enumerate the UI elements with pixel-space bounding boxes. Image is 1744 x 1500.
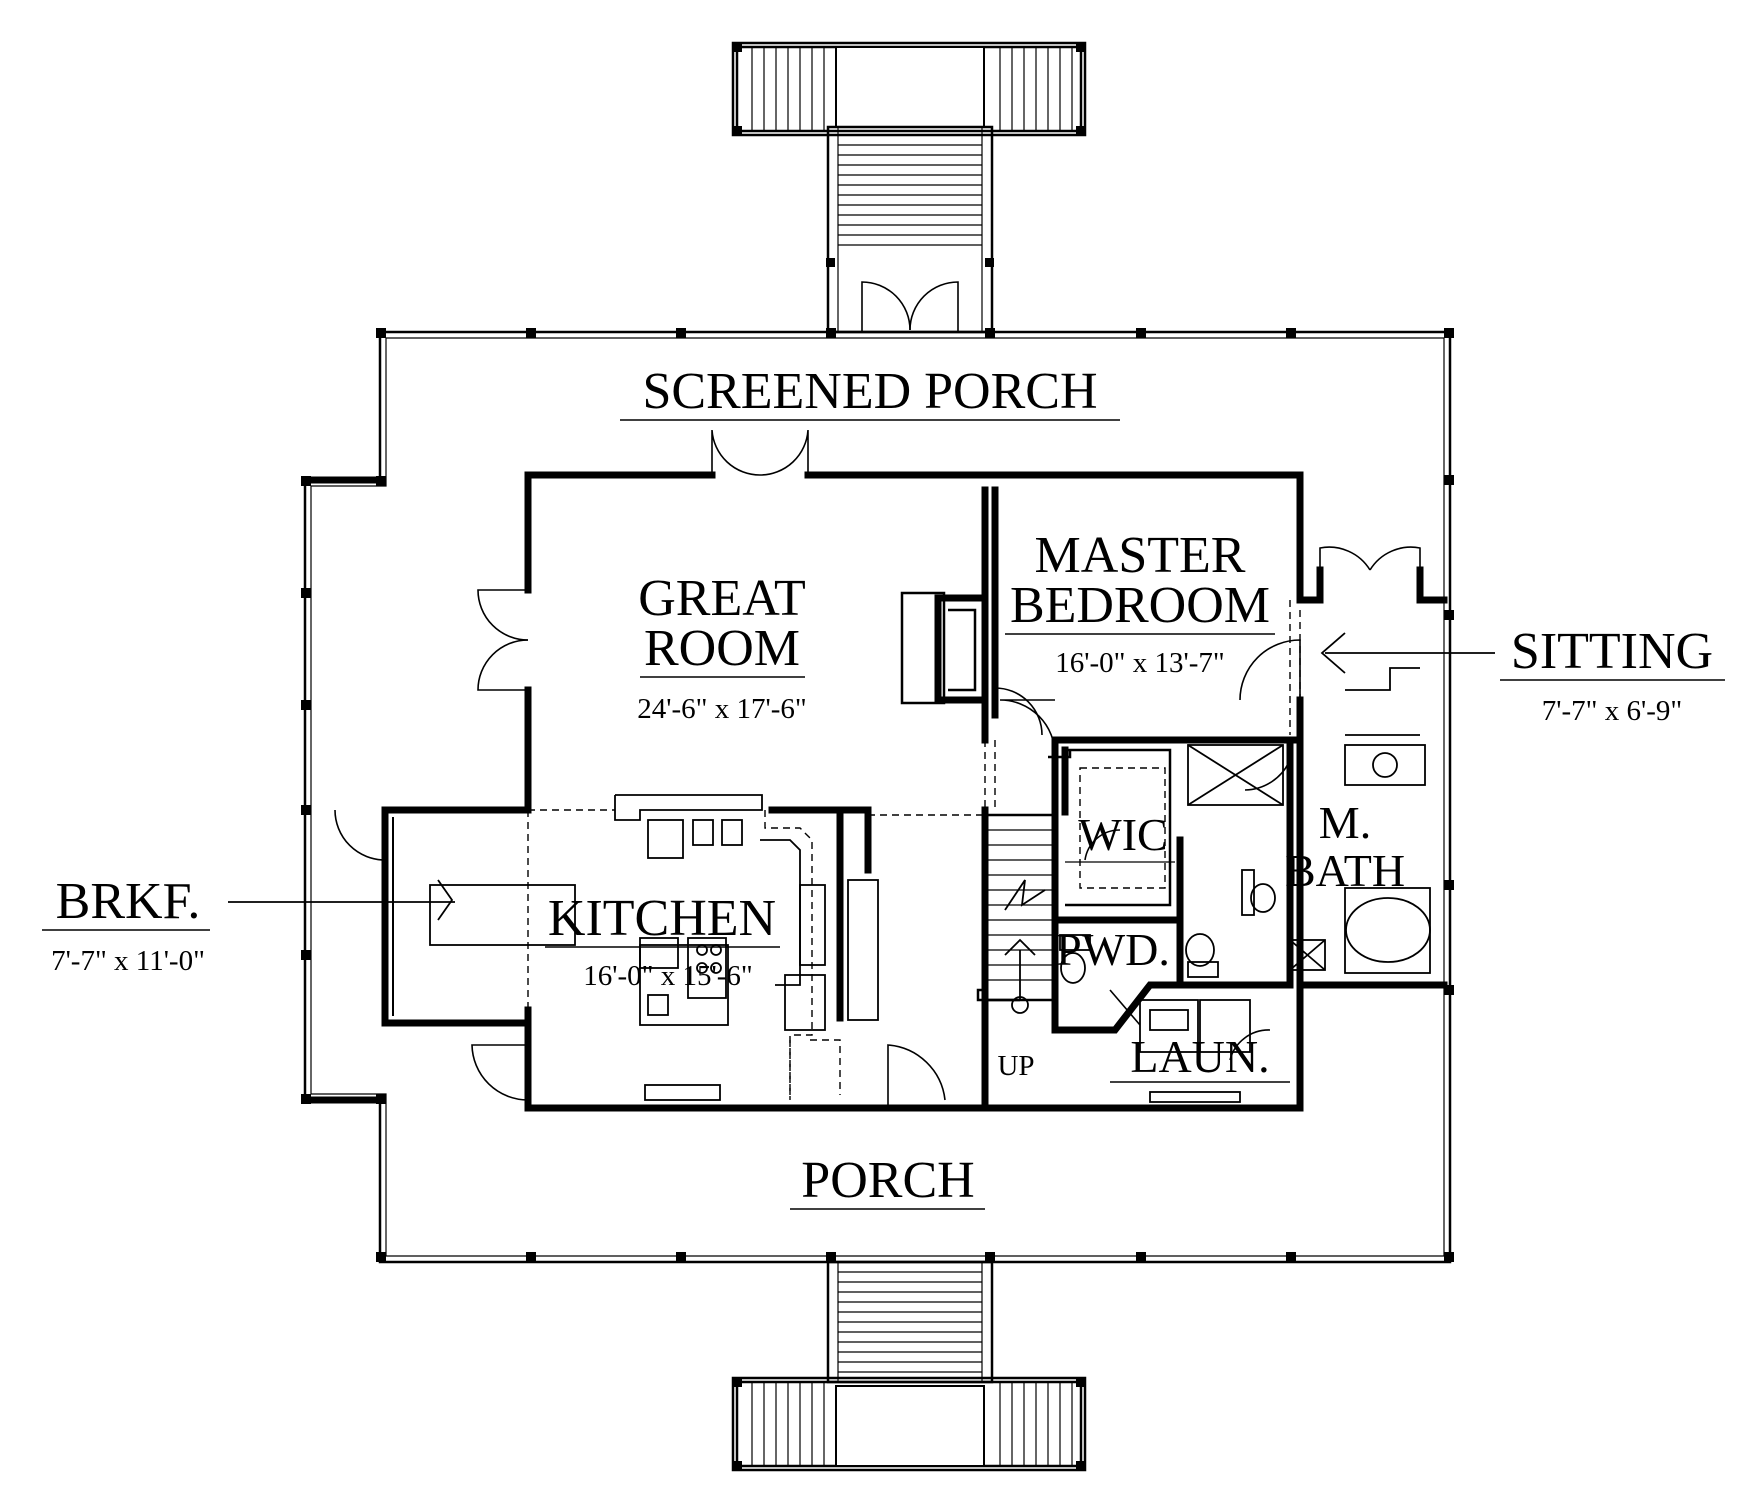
laun-label: LAUN. <box>1130 1031 1269 1082</box>
great-room-dim: 24'-6" x 17'-6" <box>637 693 806 725</box>
bath-fixtures <box>1059 600 1431 1103</box>
interior-stair <box>976 813 1057 1014</box>
kitchen-fixtures <box>429 740 996 1101</box>
brkf-label: BRKF. <box>56 873 201 930</box>
kitchen-label: KITCHEN <box>548 890 776 947</box>
porch-label: PORCH <box>801 1152 974 1209</box>
room-labels: SCREENED PORCH GREAT ROOM 24'-6" x 17'-6… <box>42 363 1725 1210</box>
kitchen-dim: 16'-0" x 15'-6" <box>583 960 752 992</box>
rear-stair-landing <box>731 41 1087 334</box>
label-pointers <box>228 632 1495 903</box>
master-bedroom-label-1: MASTER <box>1035 527 1246 584</box>
great-room-label-2: ROOM <box>644 620 800 677</box>
stair-up-note: UP <box>997 1050 1034 1082</box>
doors <box>334 429 1421 1108</box>
wic-label: WIC <box>1078 809 1167 860</box>
master-bedroom-label-2: BEDROOM <box>1010 577 1270 634</box>
master-bedroom-dim: 16'-0" x 13'-7" <box>1055 647 1224 679</box>
porch-stair <box>731 1260 1087 1472</box>
sitting-label: SITTING <box>1511 623 1713 680</box>
brkf-dim: 7'-7" x 11'-0" <box>51 945 205 977</box>
screened-porch-walls <box>301 328 1454 1264</box>
m-bath-label-1: M. <box>1319 797 1371 848</box>
sitting-dim: 7'-7" x 6'-9" <box>1542 695 1682 727</box>
great-room-label-1: GREAT <box>638 570 806 627</box>
screened-porch-label: SCREENED PORCH <box>642 363 1097 420</box>
m-bath-label-2: BATH <box>1285 845 1405 896</box>
pwd-label: PWD. <box>1056 924 1170 975</box>
house-walls <box>381 471 1448 1112</box>
